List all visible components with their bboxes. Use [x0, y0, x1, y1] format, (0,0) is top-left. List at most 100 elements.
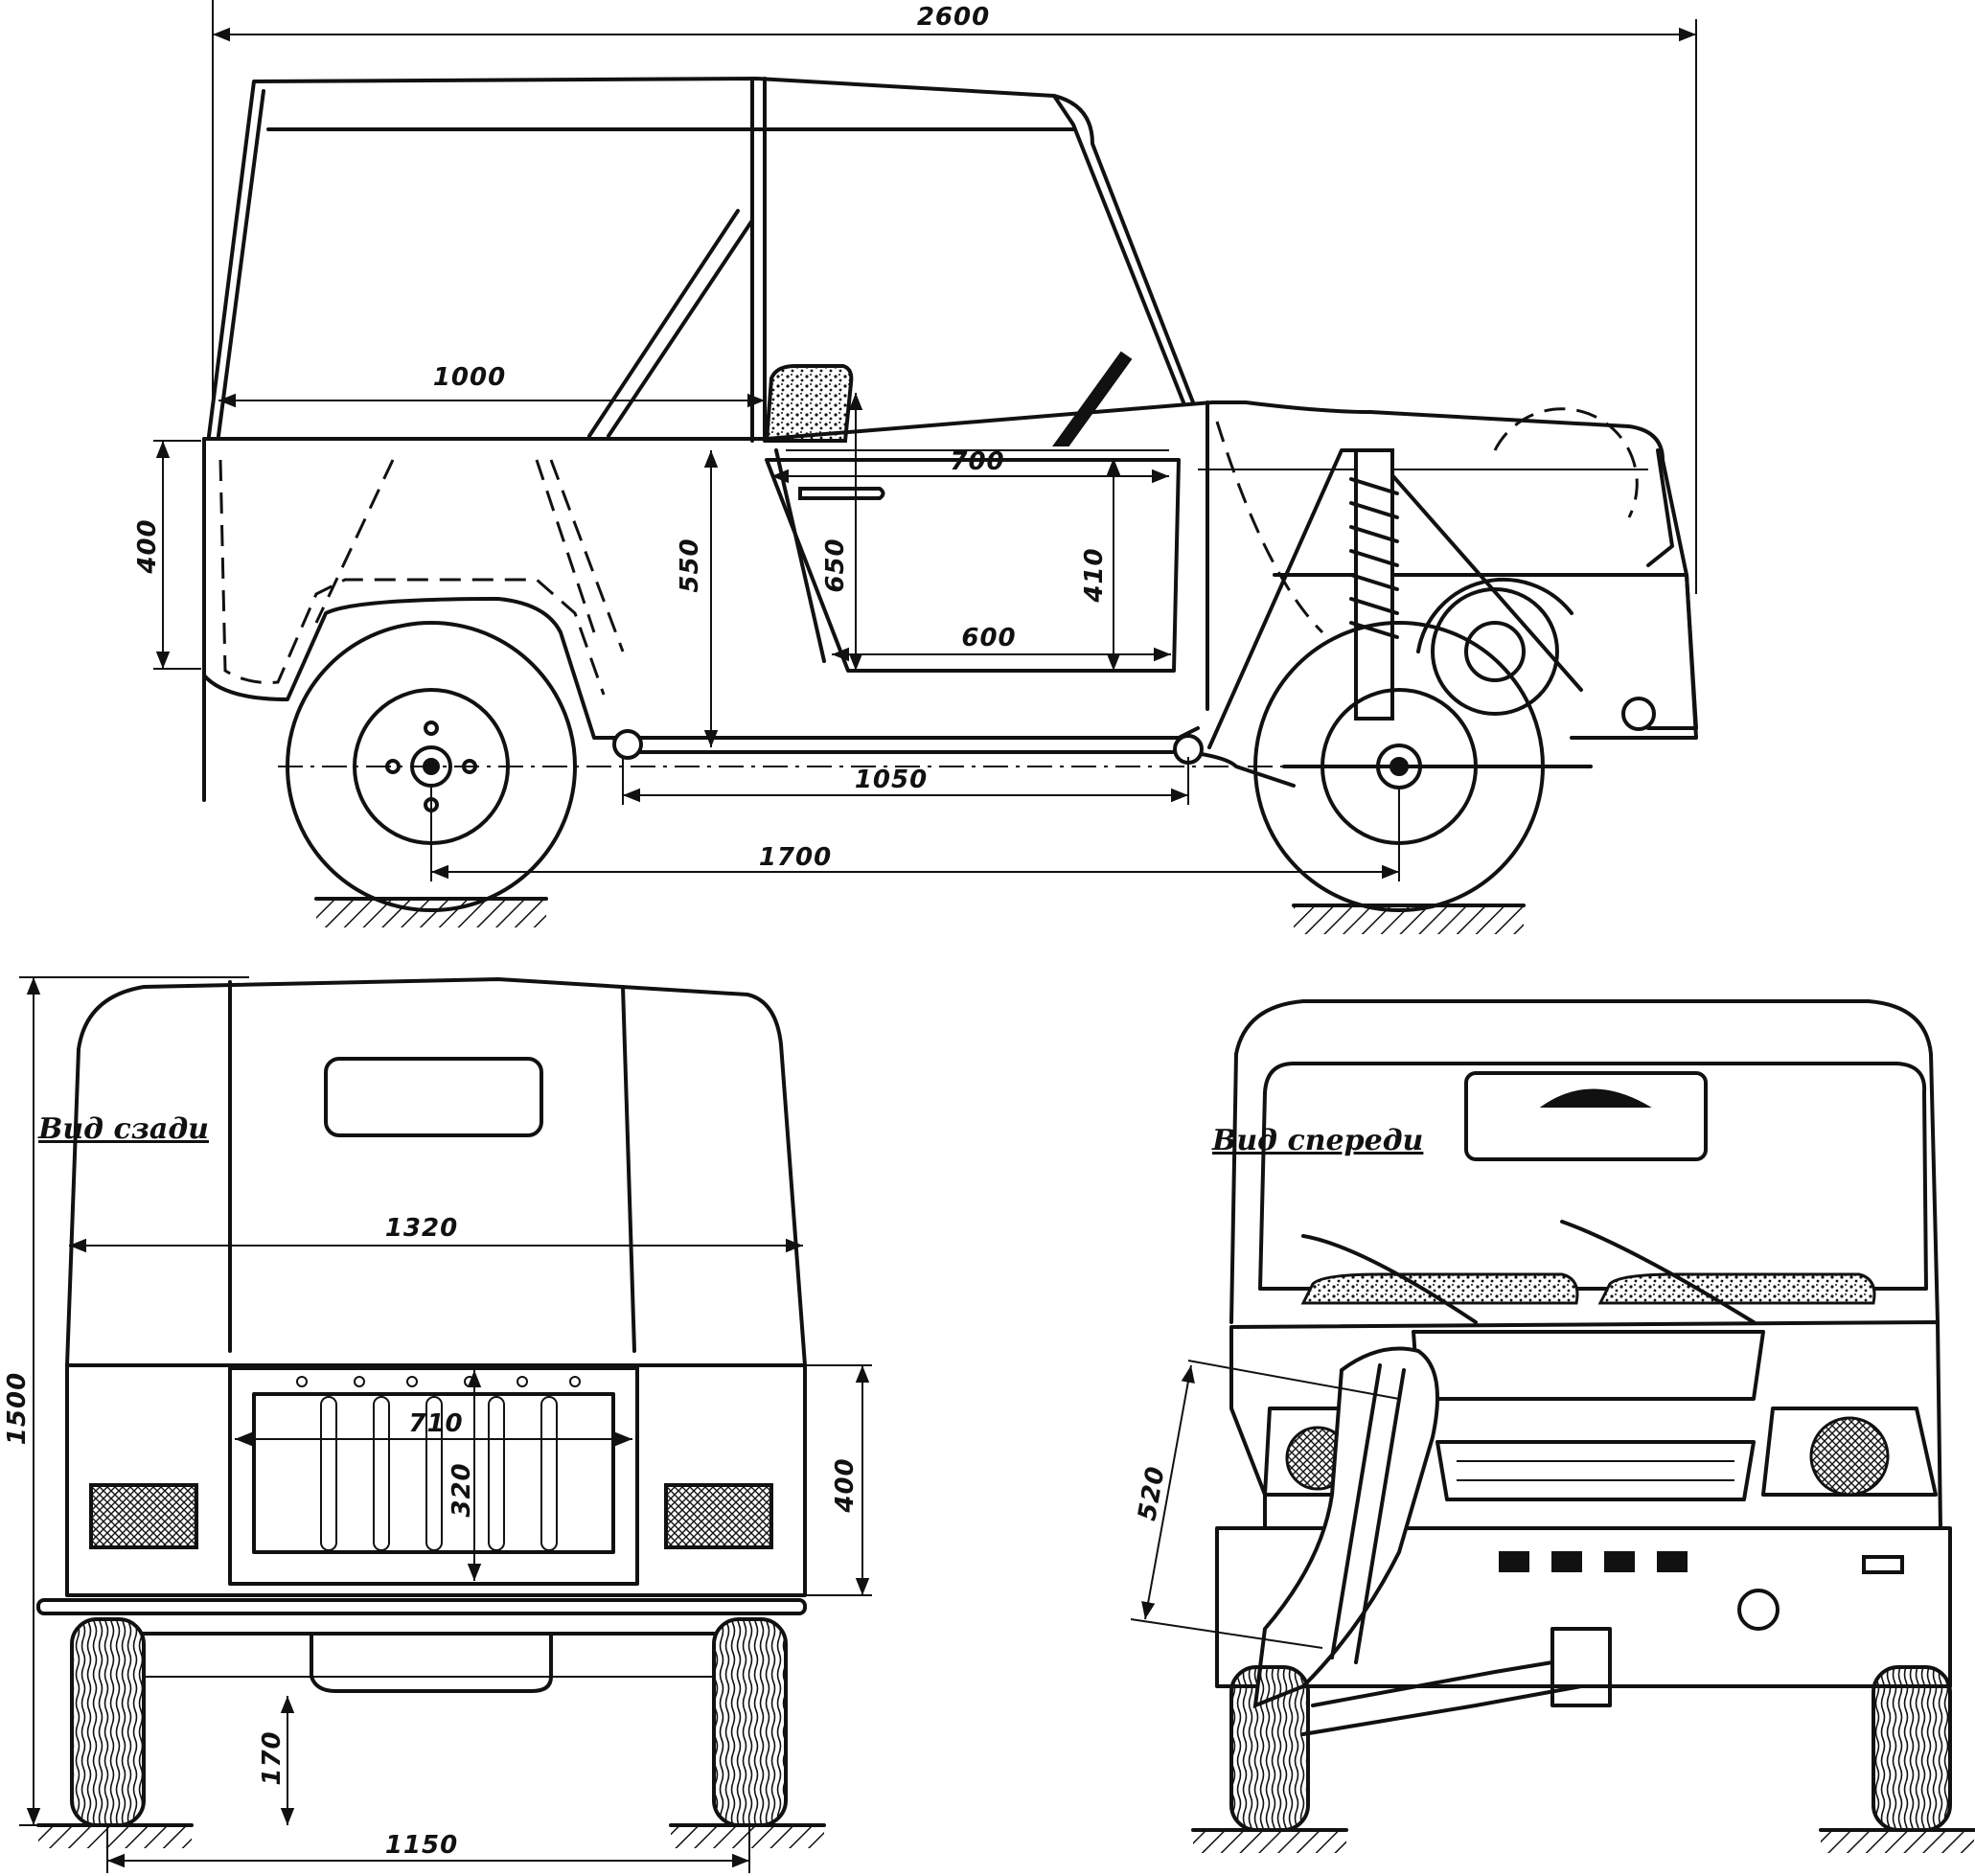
rear-height-label: 400	[133, 518, 162, 574]
body-width-label: 1320	[385, 1214, 458, 1243]
front-view-wheel-left	[1229, 1665, 1310, 1832]
spare-wheel-dashed	[1493, 407, 1639, 518]
front-bumper	[1215, 1526, 1952, 1688]
front-shock	[1330, 1363, 1382, 1659]
front-view: Вид спереди	[1130, 999, 1975, 1853]
floor-height-label: 550	[676, 538, 704, 592]
front-top-outline	[1229, 999, 1940, 1324]
tailgate-width-label: 710	[408, 1409, 463, 1438]
front-view-wheel-right	[1872, 1665, 1952, 1832]
rear-bow	[217, 89, 265, 438]
ground-hatch-rear	[316, 899, 546, 927]
dim-wheelbase: 1700	[430, 786, 1400, 881]
suspension-label: 520	[1133, 1464, 1170, 1523]
bulkhead-dash	[1215, 421, 1324, 634]
front-grille-side	[1646, 448, 1674, 567]
tailgate-ribs	[320, 1396, 558, 1551]
door-outline	[765, 458, 1181, 673]
hood-panel	[1412, 1330, 1765, 1401]
dim-rear-compartment: 1000	[218, 363, 765, 408]
dim-body-height: 400	[805, 1364, 872, 1596]
dim-door-inner: 410	[1080, 458, 1121, 671]
rear-lamp-left	[89, 1483, 198, 1549]
headlight-housing-right	[1761, 1407, 1938, 1497]
rear-compartment-label: 1000	[433, 363, 506, 392]
rear-view-ground-left	[38, 1825, 192, 1848]
rear-frame-dash-1	[314, 459, 395, 624]
rear-diagonal-brace	[587, 209, 740, 438]
frame-span-label: 1050	[855, 766, 928, 794]
rear-frame-dash-3	[549, 459, 625, 652]
dim-tailgate-height: 320	[448, 1370, 482, 1581]
steering-rod	[1311, 1660, 1554, 1707]
dim-door-top: 700	[771, 447, 1169, 484]
dim-track: 1150	[106, 1825, 750, 1873]
body-top-line	[202, 400, 1698, 730]
diff-housing	[1550, 1627, 1612, 1707]
tailgate-panel	[252, 1392, 615, 1554]
tailgate-holes	[296, 1376, 581, 1387]
overall-length-label: 2600	[917, 3, 990, 32]
door-height-label: 650	[821, 538, 850, 592]
tailgate	[228, 1366, 639, 1586]
rear-pivot	[612, 729, 643, 760]
rear-top-outline	[65, 977, 807, 1367]
door-inner-label: 410	[1080, 547, 1109, 603]
rear-body-outline	[202, 437, 1200, 740]
rear-strap-right	[621, 985, 636, 1353]
headlight-right	[1809, 1416, 1890, 1497]
steering-column	[1052, 351, 1133, 446]
front-indicators	[1499, 1551, 1688, 1572]
roof-outline	[207, 77, 1195, 438]
rear-view-mirror	[1539, 1088, 1652, 1108]
rear-bumper-bar	[36, 1598, 807, 1615]
radiator-grille	[1435, 1440, 1756, 1501]
coil-spring	[1349, 477, 1399, 639]
front-seat-left	[1300, 1272, 1579, 1305]
rear-fender-dashed	[218, 459, 606, 696]
front-view-ground-left	[1193, 1830, 1346, 1853]
tailgate-height-label: 320	[448, 1462, 476, 1517]
ground-clearance-label: 170	[258, 1730, 287, 1785]
lower-control-arm	[1301, 1684, 1583, 1736]
dim-door-bottom: 600	[832, 624, 1171, 662]
dim-ground-clearance: 170	[258, 1696, 295, 1825]
dim-frame-span: 1050	[622, 757, 1189, 805]
towing-eye	[1737, 1589, 1780, 1631]
rear-body	[65, 1363, 807, 1597]
wiper-right	[1560, 1220, 1756, 1324]
spare-wheel	[1431, 587, 1559, 716]
dim-tailgate-width: 710	[235, 1409, 632, 1447]
rear-view: Вид сзади	[3, 976, 872, 1873]
front-mount	[1621, 697, 1656, 731]
rear-view-label: Вид сзади	[37, 1112, 209, 1146]
side-view: 2600 1000 400 550 650 700 410	[133, 0, 1698, 934]
dim-rear-height: 400	[133, 440, 201, 670]
dim-door-height: 650	[821, 393, 863, 671]
wheelbase-label: 1700	[759, 843, 832, 872]
door-bottom-label: 600	[961, 624, 1016, 652]
dim-floor-height: 550	[676, 450, 719, 747]
fuel-tank	[310, 1632, 553, 1693]
dim-overall-height: 1500	[3, 976, 249, 1826]
front-marker-right	[1862, 1555, 1904, 1574]
front-shock-2	[1354, 1368, 1406, 1664]
dim-body-width: 1320	[69, 1214, 803, 1253]
rear-view-wheel-right	[712, 1617, 788, 1827]
overall-height-label: 1500	[3, 1372, 32, 1445]
rear-window	[324, 1057, 543, 1137]
windshield-frame	[1052, 94, 1185, 404]
rear-view-ground-right	[671, 1825, 824, 1848]
wiper-left	[1301, 1234, 1478, 1324]
spare-wheel-hub	[1464, 621, 1526, 682]
front-seat-right	[1597, 1272, 1876, 1305]
front-view-ground-right	[1821, 1830, 1974, 1853]
track-label: 1150	[385, 1831, 458, 1860]
front-window	[1464, 1071, 1708, 1161]
rear-lamp-right	[664, 1483, 773, 1549]
front-view-label: Вид спереди	[1211, 1124, 1423, 1157]
rear-diagonal-brace-2	[607, 218, 754, 438]
seat	[764, 364, 854, 443]
body-height-label: 400	[831, 1457, 860, 1513]
